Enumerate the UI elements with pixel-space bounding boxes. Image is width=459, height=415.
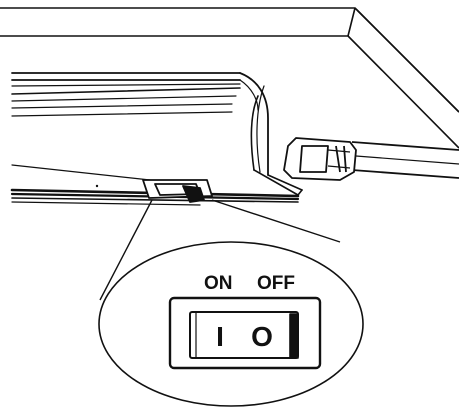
rocker-switch-small — [142, 179, 213, 203]
cabinet-panel — [0, 7, 459, 149]
rocker-switch-enlarged — [168, 296, 322, 370]
off-label: OFF — [257, 273, 295, 294]
off-symbol: O — [251, 321, 273, 352]
on-symbol: I — [216, 321, 224, 352]
callout-lines — [99, 199, 341, 301]
on-label: ON — [204, 273, 233, 294]
power-plug — [283, 137, 459, 181]
